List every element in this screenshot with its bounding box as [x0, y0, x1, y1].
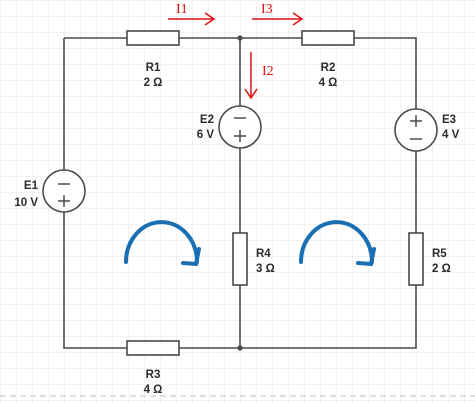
r3-name: R3 — [146, 369, 161, 381]
r2-value: 4 Ω — [319, 77, 338, 89]
e3-value: 4 V — [442, 129, 460, 141]
resistor-r2 — [301, 30, 355, 46]
r5-value: 2 Ω — [432, 263, 451, 275]
e2-name: E2 — [200, 114, 214, 126]
r4-name: R4 — [256, 248, 271, 260]
e1-value: 10 V — [14, 197, 38, 209]
r5-name: R5 — [432, 248, 447, 260]
resistor-r4 — [232, 232, 248, 286]
e3-name: E3 — [442, 114, 456, 126]
loop-arrow-right — [299, 220, 376, 267]
loop-arrow-left — [124, 220, 201, 267]
current-arrow-i1 — [168, 12, 216, 26]
e2-value: 6 V — [197, 129, 215, 141]
r3-value: 4 Ω — [144, 384, 163, 396]
r1-name: R1 — [146, 62, 161, 74]
i1-label: I1 — [176, 2, 188, 17]
r2-name: R2 — [321, 62, 336, 74]
resistor-r1 — [126, 30, 180, 46]
r1-value: 2 Ω — [144, 77, 163, 89]
current-arrow-i3 — [252, 12, 304, 26]
resistor-r5 — [408, 232, 424, 286]
current-arrow-i2 — [244, 52, 258, 100]
resistor-r3 — [126, 340, 180, 356]
wires — [63, 37, 417, 349]
node-top — [237, 35, 243, 41]
i3-label: I3 — [261, 2, 273, 17]
e1-name: E1 — [24, 180, 39, 192]
node-bottom — [237, 345, 243, 351]
source-e3 — [394, 108, 438, 152]
source-e1 — [42, 169, 86, 213]
source-e2 — [218, 105, 262, 149]
i2-label: I2 — [262, 64, 274, 79]
r4-value: 3 Ω — [256, 263, 275, 275]
